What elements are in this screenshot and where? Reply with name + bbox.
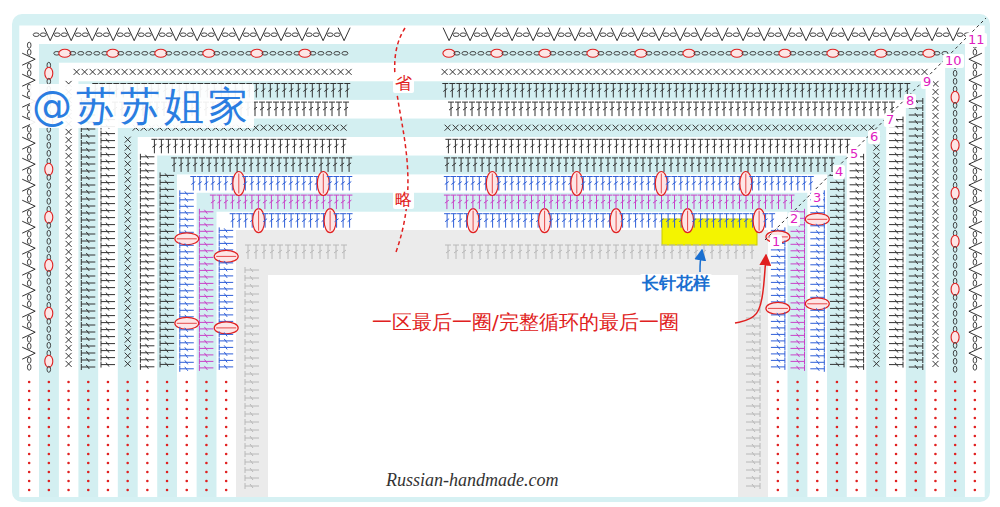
chart-stage: @苏苏姐家省略1110987654321长针花样一区最后一圈/完整循环的最后一圈… [0, 0, 1000, 507]
